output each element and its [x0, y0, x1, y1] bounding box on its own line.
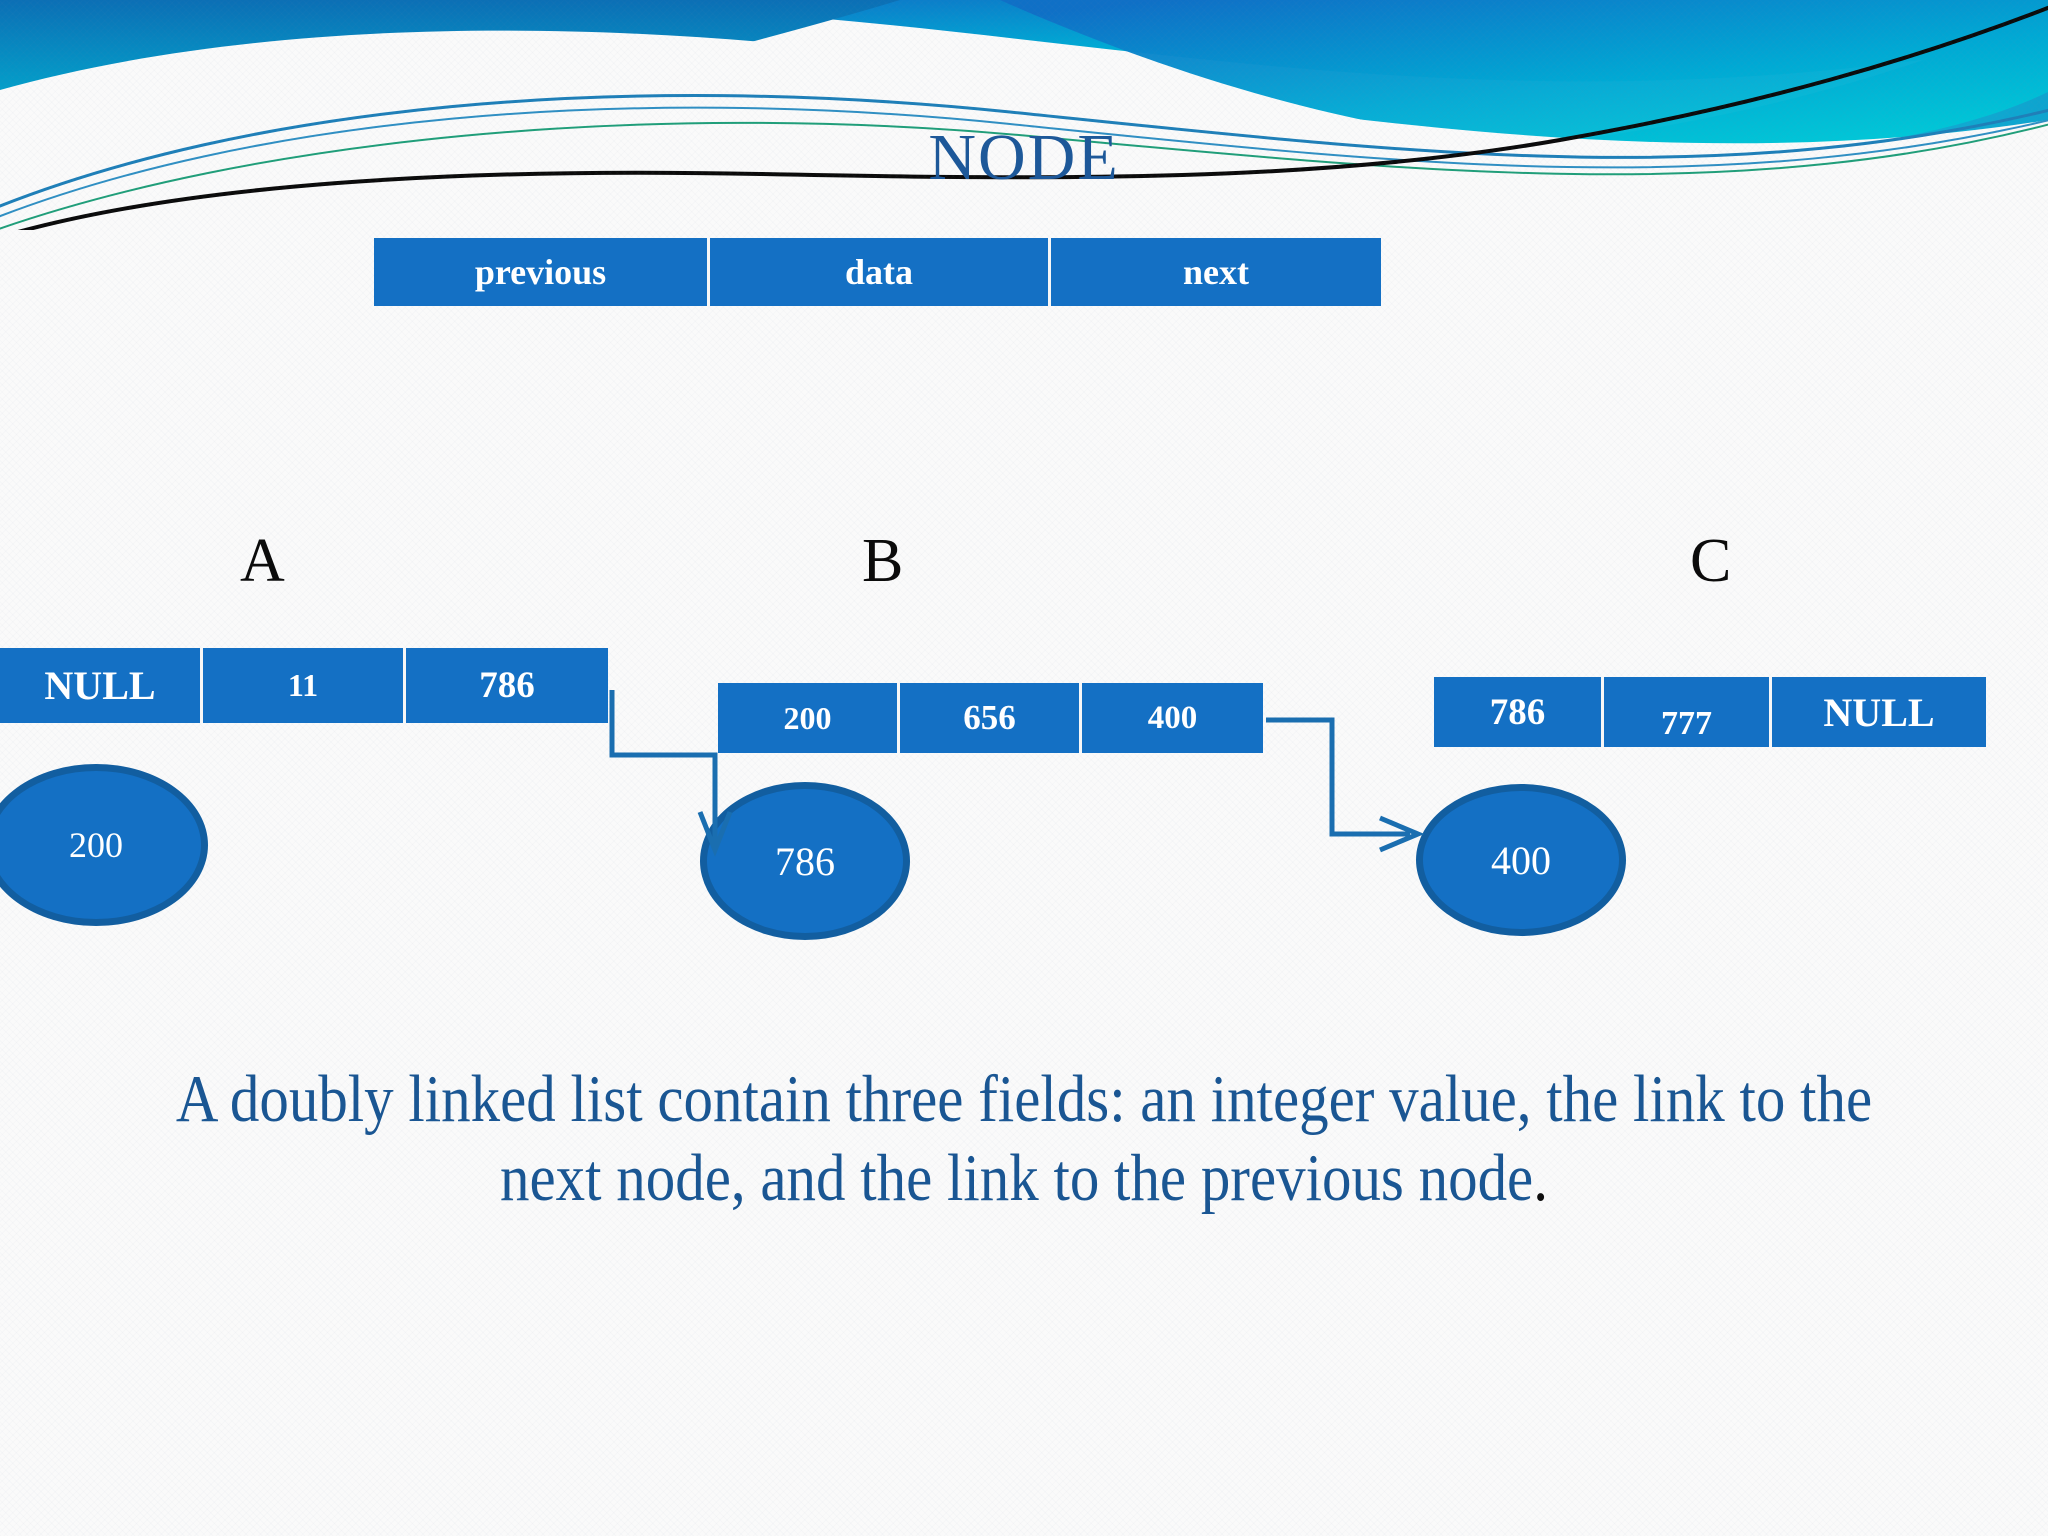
address-ellipse-c: 400	[1416, 784, 1626, 936]
node-header-cell-next: next	[1050, 238, 1381, 306]
node-c-cell-previous: 786	[1434, 677, 1604, 747]
header-swoosh-graphic	[0, 0, 2048, 230]
node-c-cell-next: NULL	[1772, 677, 1986, 747]
node-c-box: 786 777 NULL	[1434, 677, 1986, 747]
node-header-cell-previous: previous	[374, 238, 710, 306]
caption-sentence: A doubly linked list contain three field…	[175, 1062, 1873, 1216]
page-title: NODE	[928, 121, 1120, 194]
node-c-cell-data: 777	[1604, 677, 1772, 747]
node-label-c: C	[1690, 527, 1732, 595]
node-label-b: B	[862, 527, 904, 595]
header-decoration	[0, 0, 2048, 230]
node-a-cell-next: 786	[406, 648, 608, 723]
node-b-cell-data: 656	[900, 683, 1082, 753]
node-b-cell-next: 400	[1082, 683, 1263, 753]
caption-text: A doubly linked list contain three field…	[123, 1060, 1925, 1218]
address-ellipse-a: 200	[0, 764, 208, 926]
address-ellipse-b: 786	[700, 782, 910, 940]
caption-period: .	[1533, 1141, 1548, 1216]
node-structure-header: previous data next	[374, 238, 1381, 306]
node-b-cell-previous: 200	[718, 683, 900, 753]
node-a-cell-data: 11	[203, 648, 406, 723]
node-a-cell-previous: NULL	[0, 648, 203, 723]
node-label-a: A	[240, 527, 285, 595]
connector-b-to-c	[1266, 717, 1425, 853]
node-a-box: NULL 11 786	[0, 648, 608, 723]
node-b-box: 200 656 400	[718, 683, 1263, 753]
node-header-cell-data: data	[710, 238, 1051, 306]
